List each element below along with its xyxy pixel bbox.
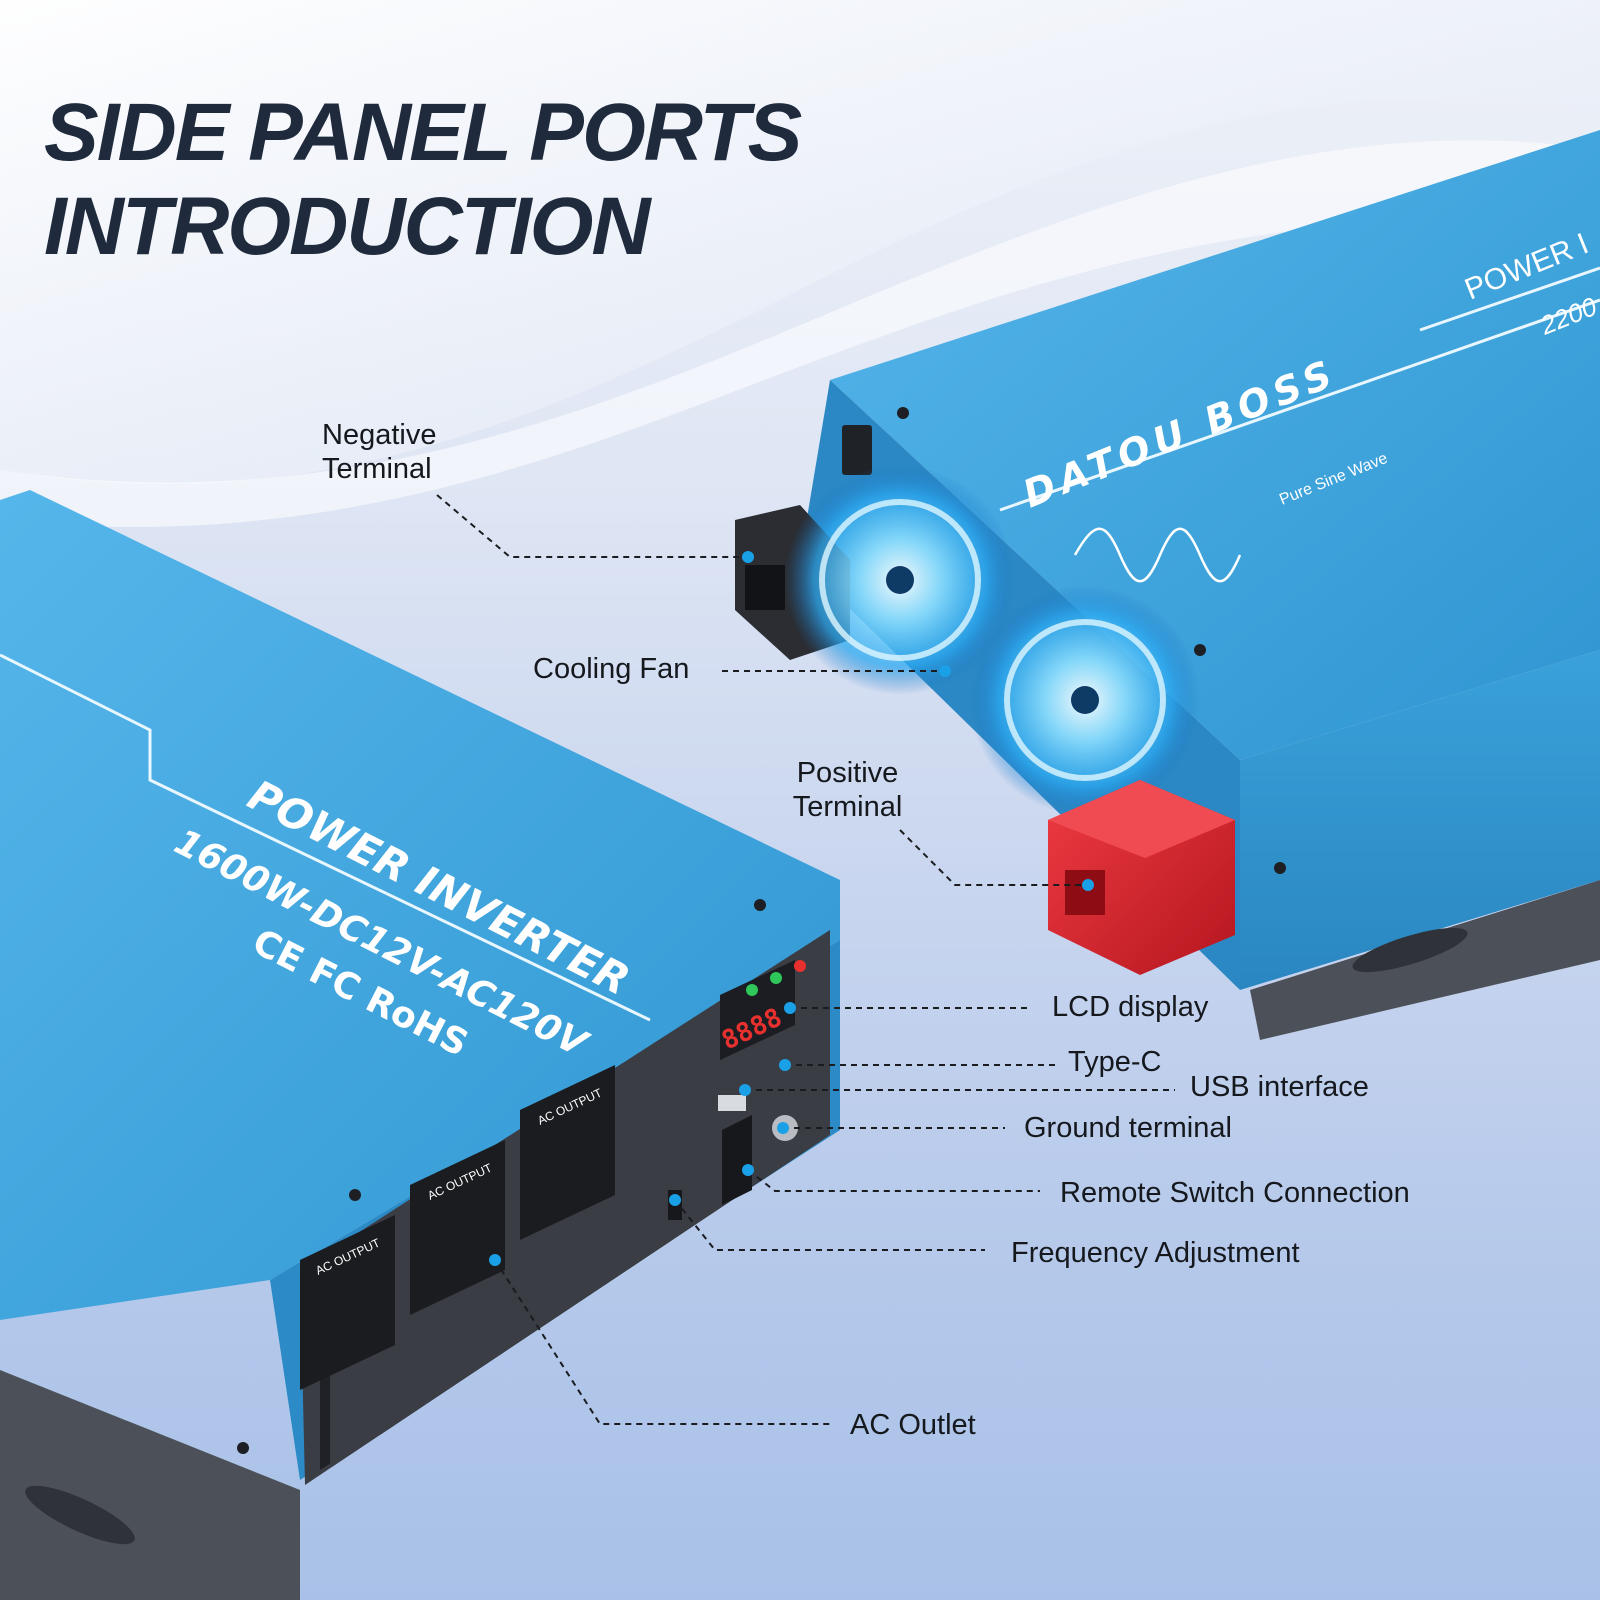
callout-negative-terminal-line2: Terminal [322,453,432,485]
front-inverter-unit [0,490,840,1600]
callout-lcd-display: LCD display [1052,991,1209,1023]
callout-type-c: Type-C [1068,1046,1162,1078]
callout-leader-lines [436,494,1175,1425]
headline-line-1: SIDE PANEL PORTS [44,87,802,178]
headline-line-2: INTRODUCTION [44,181,651,272]
callout-negative-terminal-line1: Negative [322,419,437,451]
callout-ac-outlet: AC Outlet [850,1409,976,1441]
callout-cooling-fan: Cooling Fan [533,653,690,685]
background-wave [0,140,1600,528]
callout-dots [489,551,1094,1266]
background-wave [0,0,1600,485]
rear-inverter-unit [735,130,1600,1040]
callout-positive-terminal: Positive Terminal [780,756,915,824]
callout-remote-switch: Remote Switch Connection [1060,1177,1410,1209]
callout-positive-terminal-line1: Positive [796,757,899,789]
callout-frequency-adjustment: Frequency Adjustment [1011,1237,1300,1269]
callout-negative-terminal: Negative Terminal [322,418,436,486]
callout-ground-terminal: Ground terminal [1024,1112,1232,1144]
callout-usb-interface: USB interface [1190,1071,1369,1103]
callout-positive-terminal-line2: Terminal [792,791,903,823]
